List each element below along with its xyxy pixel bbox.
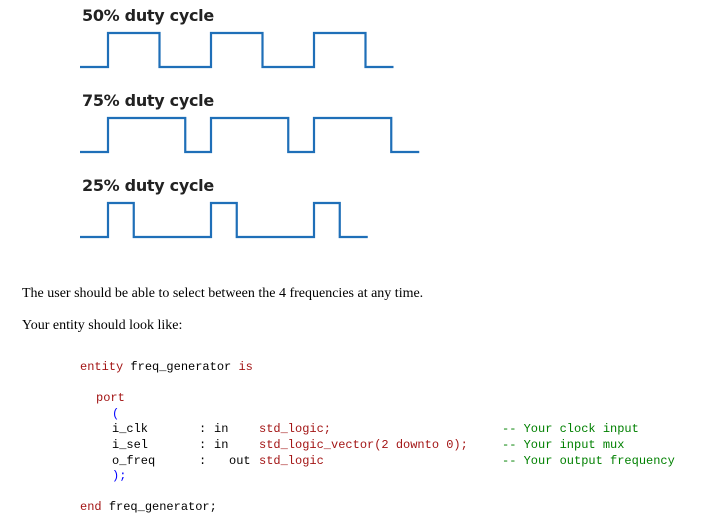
code-open-paren: ( xyxy=(112,407,120,421)
code-port-dir-i-sel: in xyxy=(214,438,229,452)
code-comment-i-sel: -- Your input mux xyxy=(502,438,625,452)
waveform-25-duty xyxy=(80,201,368,239)
waveform-trace xyxy=(80,201,368,239)
code-port-colon-i-clk: : xyxy=(199,422,207,436)
code-port-colon-o-freq: : xyxy=(199,454,207,468)
code-port-name-i-sel: i_sel xyxy=(112,438,149,452)
code-line-end: end freq_generator; xyxy=(80,499,217,515)
code-line-port: port xyxy=(96,390,125,406)
code-keyword-entity: entity xyxy=(80,360,124,374)
code-port-colon-i-sel: : xyxy=(199,438,207,452)
paragraph-entity-intro: Your entity should look like: xyxy=(22,318,183,333)
code-port-type-i-sel: std_logic_vector(2 downto 0); xyxy=(259,438,468,452)
code-port-dir-i-clk: in xyxy=(214,422,229,436)
waveform-title-50: 50% duty cycle xyxy=(82,6,214,25)
waveform-trace xyxy=(80,116,420,154)
code-end-name: freq_generator; xyxy=(108,500,217,514)
waveform-75-duty xyxy=(80,116,420,154)
code-comment-o-freq: -- Your output frequency xyxy=(502,454,675,468)
code-port-name-i-clk: i_clk xyxy=(112,422,149,436)
code-port-type-i-clk: std_logic; xyxy=(259,422,332,436)
code-keyword-port: port xyxy=(96,391,125,405)
waveform-title-25: 25% duty cycle xyxy=(82,176,214,195)
code-line-open-paren: ( xyxy=(112,406,119,422)
waveform-trace xyxy=(80,31,394,69)
code-line-close-paren: ); xyxy=(112,468,126,484)
code-port-dir-o-freq: out xyxy=(229,454,251,468)
waveform-title-75: 75% duty cycle xyxy=(82,91,214,110)
code-entity-name: freq_generator xyxy=(130,360,232,374)
code-port-type-o-freq: std_logic xyxy=(259,454,324,468)
code-close-paren: ); xyxy=(112,469,127,483)
code-keyword-is: is xyxy=(238,360,253,374)
code-keyword-end: end xyxy=(80,500,102,514)
code-port-name-o-freq: o_freq xyxy=(112,454,156,468)
paragraph-frequency-select: The user should be able to select betwee… xyxy=(22,286,424,301)
waveform-50-duty xyxy=(80,31,394,69)
code-line-entity: entity freq_generator is xyxy=(80,359,253,375)
code-comment-i-clk: -- Your clock input xyxy=(502,422,639,436)
